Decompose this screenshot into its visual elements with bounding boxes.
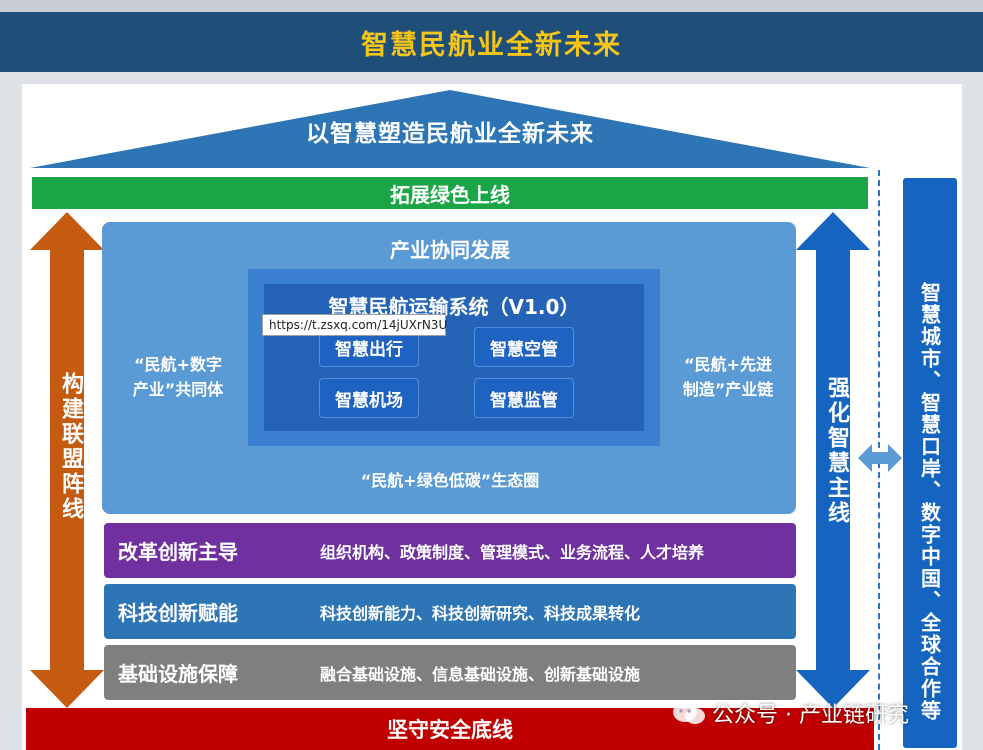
bidirectional-arrow-icon <box>858 444 902 472</box>
watermark-text: 公众号 · 产业链研究 <box>712 703 909 728</box>
green-line-bar: 拓展绿色上线 <box>32 177 868 209</box>
cluster-title: 产业协同发展 <box>390 238 510 262</box>
watermark: 公众号 · 产业链研究 <box>672 697 909 729</box>
module-smart-airport: 智慧机场 <box>319 378 419 418</box>
left-double-arrow <box>30 212 104 708</box>
cluster-left-note: “民航+数字 产业”共同体 <box>132 355 224 399</box>
wechat-icon <box>673 702 705 724</box>
row-infra-title: 基础设施保障 <box>118 662 238 686</box>
row-reform-title: 改革创新主导 <box>118 540 238 564</box>
row-tech-desc: 科技创新能力、科技创新研究、科技成果转化 <box>320 603 641 623</box>
row-tech: 科技创新赋能 科技创新能力、科技创新研究、科技成果转化 <box>104 584 796 639</box>
page-title: 智慧民航业全新未来 <box>0 12 983 72</box>
right-double-arrow <box>796 212 870 708</box>
roof-text: 以智慧塑造民航业全新未来 <box>306 121 594 147</box>
right-panel-text: 智慧城市、智慧口岸、数字中国、全球合作等 <box>917 282 942 722</box>
row-infra: 基础设施保障 融合基础设施、信息基础设施、创新基础设施 <box>104 645 796 700</box>
right-vertical-panel: 智慧城市、智慧口岸、数字中国、全球合作等 <box>903 178 957 748</box>
top-strip <box>0 0 983 12</box>
left-arrow-text: 构建联盟阵线 <box>58 372 83 522</box>
row-infra-desc: 融合基础设施、信息基础设施、创新基础设施 <box>320 664 641 684</box>
cluster-bottom-note: “民航+绿色低碳”生态圈 <box>360 471 540 490</box>
link-tooltip: https://t.zsxq.com/14jUXrN3U <box>262 314 447 336</box>
row-tech-title: 科技创新赋能 <box>118 601 238 625</box>
module-smart-atc: 智慧空管 <box>474 327 574 367</box>
roof-shape <box>30 90 870 168</box>
row-reform-desc: 组织机构、政策制度、管理模式、业务流程、人才培养 <box>320 542 705 562</box>
module-smart-supervision: 智慧监管 <box>474 378 574 418</box>
safety-bottom-bar: 坚守安全底线 <box>26 708 874 750</box>
row-reform: 改革创新主导 组织机构、政策制度、管理模式、业务流程、人才培养 <box>104 523 796 578</box>
cluster-right-note: “民航+先进 制造”产业链 <box>682 355 774 399</box>
right-arrow-text: 强化智慧主线 <box>824 376 849 526</box>
